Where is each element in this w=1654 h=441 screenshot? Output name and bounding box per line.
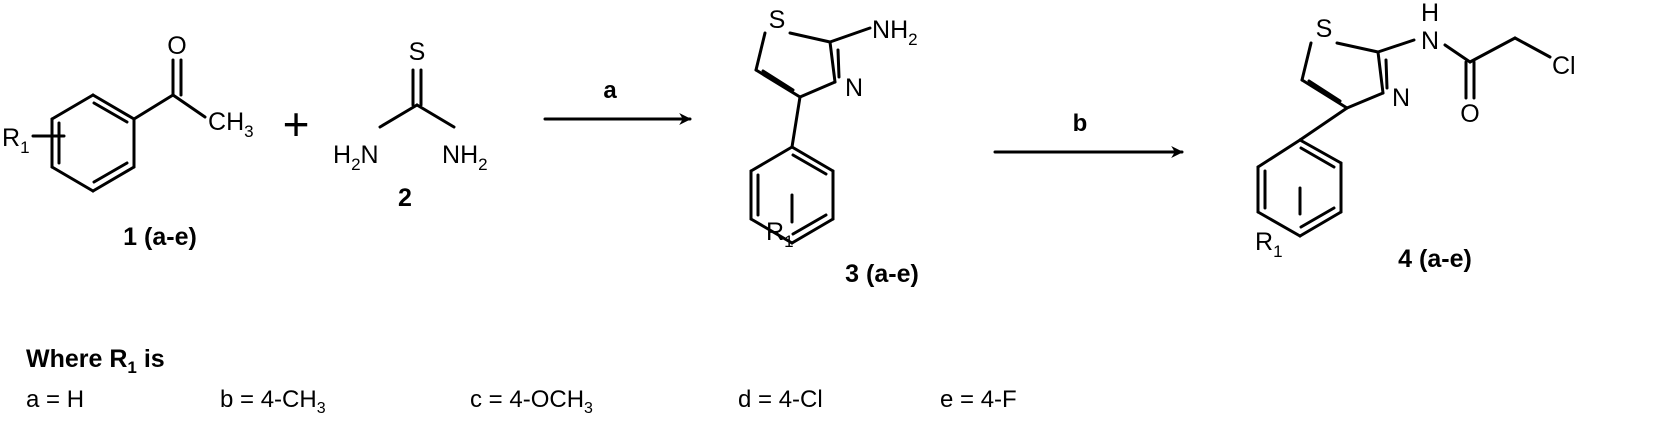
thiazole-ring-3 [754, 31, 841, 99]
substituent-item-b: b = 4-CH3 [220, 386, 326, 417]
thiazole-nitrogen-label: N [845, 74, 863, 102]
thiazole-sulfur-label: S [769, 6, 786, 34]
chlorine-label: Cl [1552, 52, 1576, 80]
compound-2-structure: S H2N NH2 [333, 38, 488, 174]
oxygen-label: O [167, 32, 186, 60]
benzene-ring-4 [1256, 138, 1343, 238]
compound-3-label: 3 (a-e) [845, 260, 919, 288]
substituent-item-c: c = 4-OCH3 [470, 386, 593, 417]
substituent-item-e: e = 4-F [940, 386, 1017, 413]
amide-hydrogen-label: H [1421, 0, 1439, 27]
thiazole-nitrogen-label-4: N [1392, 84, 1410, 112]
substituent-key-title: Where R1 is [26, 345, 165, 377]
benzene-ring-1 [50, 93, 136, 193]
amide-nitrogen-label: N [1421, 27, 1439, 55]
compound-4-label: 4 (a-e) [1398, 245, 1472, 273]
plus-sign: + [283, 98, 310, 150]
amine-left-label: H2N [333, 141, 379, 174]
carbonyl-oxygen-label: O [1460, 100, 1479, 128]
substituent-item-a: a = H [26, 386, 85, 413]
methyl-label: CH3 [208, 108, 254, 141]
compound-4-structure: S N N H O Cl R1 [1255, 0, 1576, 261]
amine-right-label: NH2 [442, 141, 488, 174]
compound-1-label: 1 (a-e) [123, 223, 197, 251]
reagent-a-label: a [603, 77, 617, 104]
reagent-b-label: b [1073, 110, 1088, 137]
compound-3-structure: S N NH2 R1 [749, 6, 918, 251]
r1-label-3: R1 [766, 218, 794, 251]
benzene-ring-3 [749, 145, 835, 245]
r1-label-4: R1 [1255, 228, 1283, 261]
substituent-item-d: d = 4-Cl [738, 386, 823, 413]
thiazole-sulfur-label-4: S [1316, 15, 1333, 43]
compound-1-structure: O CH3 R1 [2, 32, 254, 193]
compound-2-label: 2 [398, 184, 412, 212]
thiazole-ring-4 [1300, 41, 1389, 110]
sulfur-label: S [409, 38, 426, 66]
r1-label: R1 [2, 124, 30, 157]
amino-label: NH2 [872, 16, 918, 49]
